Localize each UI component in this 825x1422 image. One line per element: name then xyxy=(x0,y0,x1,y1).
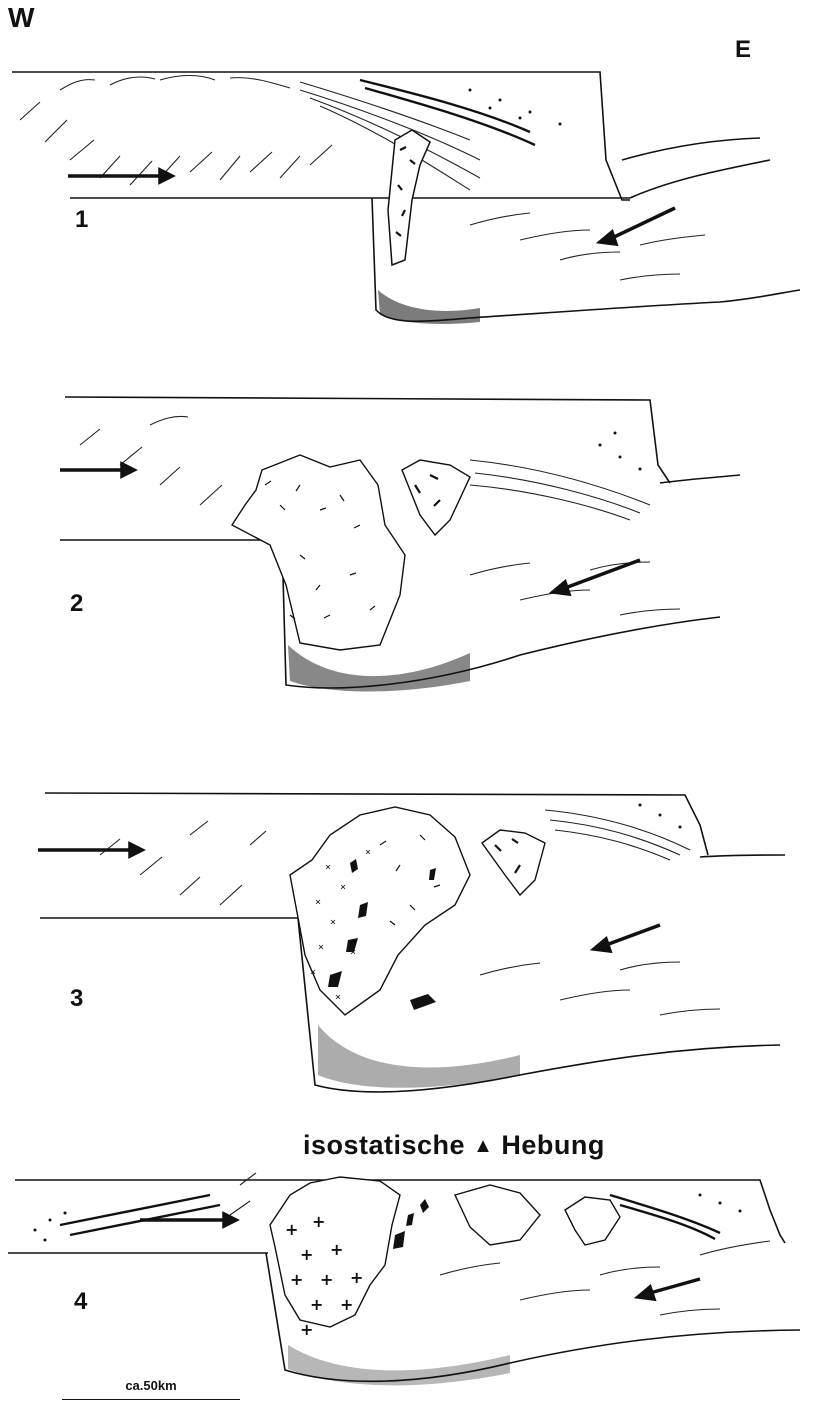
svg-text:+: + xyxy=(300,1245,313,1264)
panel-number-3: 3 xyxy=(70,985,83,1013)
magma-body xyxy=(232,455,405,650)
svg-text:+: + xyxy=(330,1240,343,1259)
svg-text:+: + xyxy=(320,1270,333,1289)
svg-text:×: × xyxy=(350,947,356,958)
scale-bar-label: ca.50km xyxy=(62,1378,240,1393)
direction-west-label: W xyxy=(8,2,34,34)
cross-section-4: ++++++++++ xyxy=(0,1155,825,1395)
upper-plate-outline xyxy=(12,72,760,200)
svg-text:+: + xyxy=(310,1295,323,1314)
magma-body xyxy=(455,1185,540,1245)
cross-section-3: × × × × × × × × × xyxy=(0,775,825,1115)
svg-text:×: × xyxy=(340,882,346,893)
scale-bar: ca.50km xyxy=(62,1396,240,1400)
svg-text:×: × xyxy=(315,897,321,908)
svg-text:+: + xyxy=(312,1212,325,1231)
svg-text:+: + xyxy=(340,1295,353,1314)
svg-text:×: × xyxy=(365,847,371,858)
magma-body xyxy=(290,807,470,1015)
svg-text:+: + xyxy=(300,1320,313,1339)
svg-text:×: × xyxy=(330,917,336,928)
svg-text:×: × xyxy=(318,942,324,953)
svg-text:×: × xyxy=(325,862,331,873)
svg-text:+: + xyxy=(290,1270,303,1289)
panel-number-1: 1 xyxy=(75,206,88,234)
cross-section-1 xyxy=(0,60,825,360)
magma-body xyxy=(402,460,470,535)
cross-section-2 xyxy=(0,385,825,705)
svg-text:+: + xyxy=(285,1220,298,1239)
scale-bar-line xyxy=(62,1399,240,1400)
svg-text:×: × xyxy=(310,967,316,978)
panel-number-2: 2 xyxy=(70,590,83,618)
panel-number-4: 4 xyxy=(74,1288,87,1316)
svg-text:+: + xyxy=(350,1268,363,1287)
lower-plate-outline xyxy=(372,198,800,321)
magma-body xyxy=(565,1197,620,1245)
svg-text:×: × xyxy=(335,992,341,1003)
